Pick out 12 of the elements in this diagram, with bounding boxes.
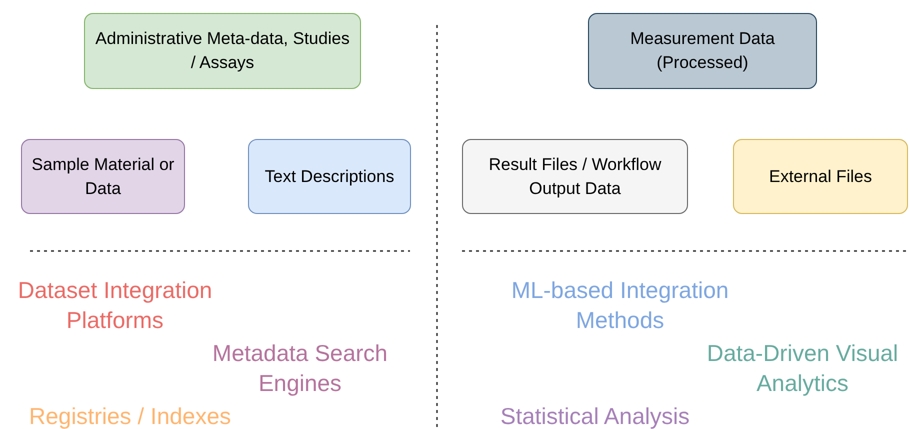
category-box: Result Files / Workflow Output Data	[462, 139, 688, 214]
category-box: Text Descriptions	[248, 139, 411, 214]
method-label: Data-Driven Visual Analytics	[706, 339, 900, 398]
category-box: Administrative Meta-data, Studies / Assays	[84, 13, 361, 89]
category-box: Sample Material or Data	[21, 139, 185, 214]
method-label: Statistical Analysis	[499, 402, 691, 429]
category-box: External Files	[733, 139, 908, 214]
method-label: Metadata Search Engines	[211, 339, 389, 398]
category-box: Measurement Data (Processed)	[588, 13, 817, 89]
method-label: ML-based Integration Methods	[510, 276, 730, 335]
method-label: Dataset Integration Platforms	[16, 276, 214, 335]
method-label: Registries / Indexes	[28, 402, 232, 429]
